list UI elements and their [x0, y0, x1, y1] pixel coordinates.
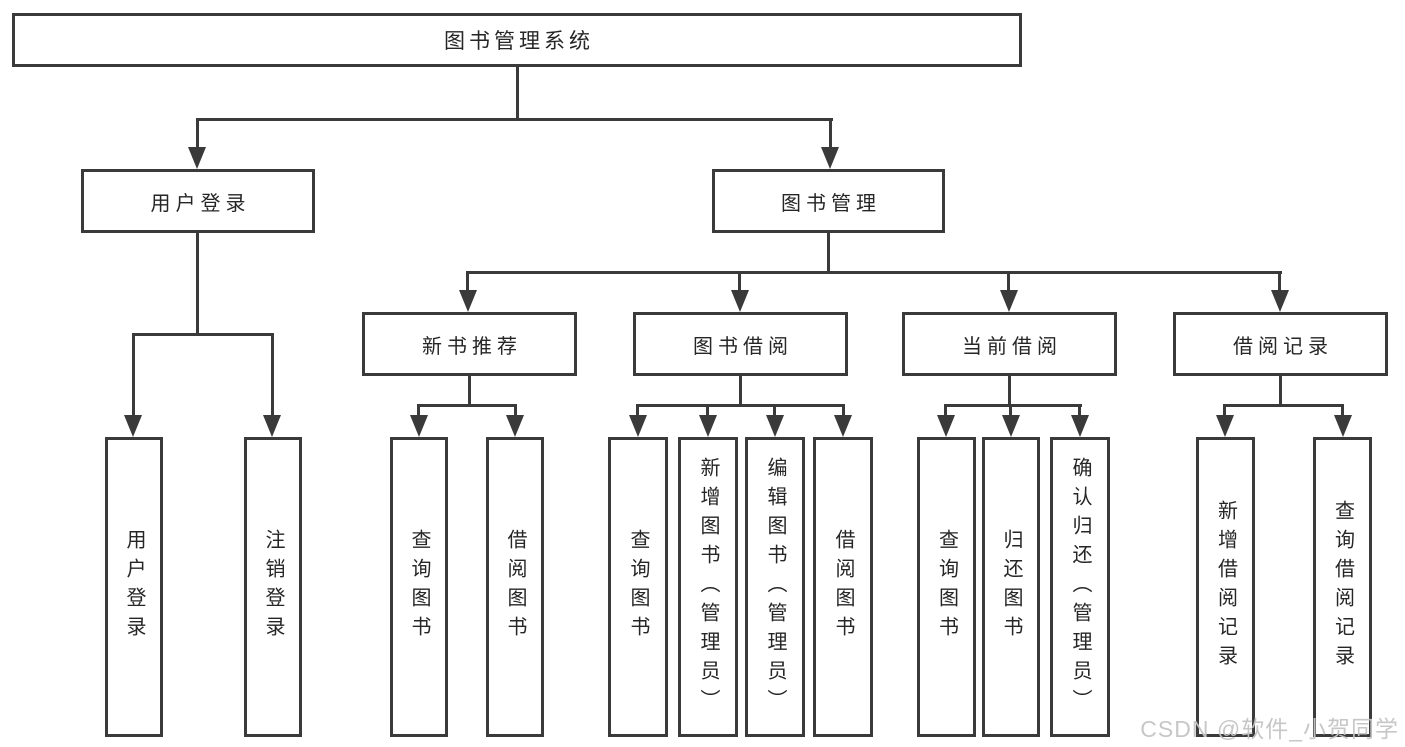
- leaf-confirm-return-admin: 确认归还（管理员）: [1050, 437, 1110, 737]
- connector-line-h: [636, 404, 845, 407]
- connector-line-v: [1007, 271, 1010, 293]
- csdn-watermark: CSDN @软件_小贺同学: [1140, 716, 1399, 742]
- connector-line-v: [271, 333, 274, 419]
- connector-line-v: [132, 333, 135, 419]
- arrowhead-down-icon: [459, 290, 477, 312]
- connector-line-v: [636, 404, 639, 421]
- connector-line-v: [417, 404, 420, 421]
- leaf-user-login: 用户登录: [105, 437, 163, 737]
- connector-line-v: [516, 66, 519, 120]
- connector-line-v: [1078, 404, 1081, 421]
- connector-line-v: [827, 233, 830, 274]
- leaf-logout: 注销登录: [244, 437, 302, 737]
- connector-line-v: [738, 271, 741, 293]
- arrowhead-down-icon: [821, 147, 839, 169]
- connector-line-v: [196, 118, 199, 154]
- arrowhead-down-icon: [124, 415, 142, 437]
- connector-line-v: [706, 404, 709, 421]
- arrowhead-down-icon: [937, 415, 955, 437]
- arrowhead-down-icon: [410, 415, 428, 437]
- arrowhead-down-icon: [699, 415, 717, 437]
- connector-line-v: [773, 404, 776, 421]
- connector-line-v: [1341, 404, 1344, 421]
- connector-line-h: [196, 118, 833, 121]
- node-current-borrowing: 当前借阅: [902, 312, 1117, 376]
- leaf-return-books: 归还图书: [982, 437, 1040, 737]
- connector-line-v: [1223, 404, 1226, 421]
- connector-line-v: [1009, 404, 1012, 421]
- arrowhead-down-icon: [1071, 415, 1089, 437]
- connector-line-h: [944, 404, 1082, 407]
- leaf-add-borrow-record: 新增借阅记录: [1196, 437, 1255, 737]
- leaf-query-books-recommend: 查询图书: [390, 437, 448, 737]
- leaf-borrow-books-recommend: 借阅图书: [486, 437, 544, 737]
- connector-line-h: [1223, 404, 1344, 407]
- connector-line-h: [466, 271, 1282, 274]
- node-book-borrowing: 图书借阅: [633, 312, 848, 376]
- connector-line-v: [468, 376, 471, 407]
- arrowhead-down-icon: [766, 415, 784, 437]
- arrowhead-down-icon: [188, 147, 206, 169]
- arrowhead-down-icon: [1271, 290, 1289, 312]
- connector-line-v: [514, 404, 517, 421]
- arrowhead-down-icon: [834, 415, 852, 437]
- connector-line-v: [196, 233, 199, 336]
- arrowhead-down-icon: [506, 415, 524, 437]
- connector-line-h: [417, 404, 517, 407]
- arrowhead-down-icon: [1002, 415, 1020, 437]
- leaf-query-borrow-record: 查询借阅记录: [1313, 437, 1372, 737]
- arrowhead-down-icon: [1334, 415, 1352, 437]
- connector-line-v: [1008, 376, 1011, 407]
- connector-line-v: [466, 271, 469, 293]
- arrowhead-down-icon: [629, 415, 647, 437]
- node-user-login: 用户登录: [81, 169, 315, 233]
- leaf-edit-book-admin: 编辑图书（管理员）: [745, 437, 805, 737]
- connector-line-v: [1278, 271, 1281, 293]
- arrowhead-down-icon: [263, 415, 281, 437]
- node-borrow-records: 借阅记录: [1173, 312, 1388, 376]
- node-root-system: 图书管理系统: [12, 13, 1022, 67]
- connector-line-v: [739, 376, 742, 407]
- connector-line-v: [829, 118, 832, 154]
- leaf-add-book-admin: 新增图书（管理员）: [678, 437, 738, 737]
- connector-line-h: [132, 333, 274, 336]
- arrowhead-down-icon: [1216, 415, 1234, 437]
- node-book-management: 图书管理: [712, 169, 945, 233]
- arrowhead-down-icon: [1000, 290, 1018, 312]
- connector-line-v: [944, 404, 947, 421]
- leaf-query-books-borrowing: 查询图书: [608, 437, 668, 737]
- connector-line-v: [1279, 376, 1282, 407]
- leaf-borrow-books: 借阅图书: [813, 437, 873, 737]
- connector-line-v: [842, 404, 845, 421]
- leaf-query-books-current: 查询图书: [917, 437, 976, 737]
- arrowhead-down-icon: [731, 290, 749, 312]
- node-new-book-recommend: 新书推荐: [362, 312, 577, 376]
